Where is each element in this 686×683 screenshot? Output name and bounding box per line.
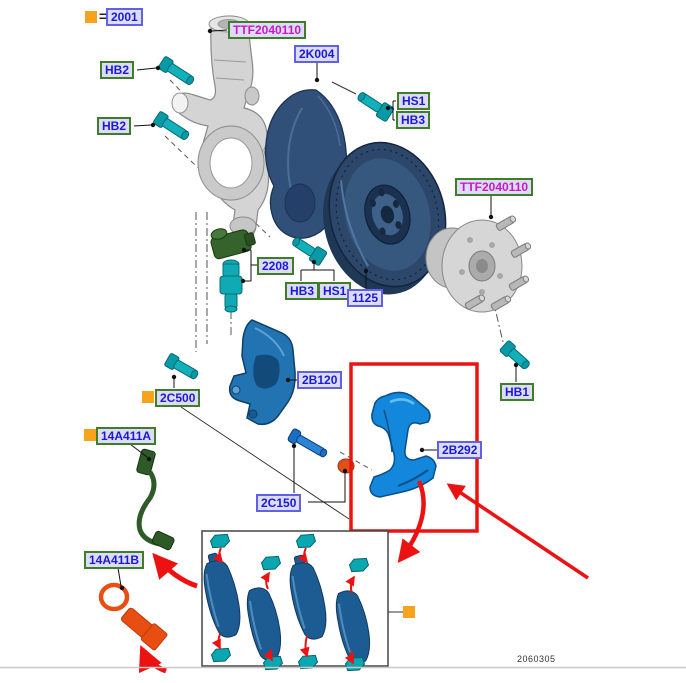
- hardware-bolts: [153, 56, 530, 380]
- part-label-2001[interactable]: 2001: [106, 8, 143, 26]
- leader-dots: [119, 28, 519, 591]
- hb2-lower-bolt-icon: [153, 111, 190, 140]
- part-label-hs1-lower[interactable]: HS1: [318, 282, 352, 300]
- part-label-guide-pin[interactable]: 2C150: [256, 494, 302, 512]
- brake-pad-drawing: [203, 552, 371, 664]
- kit-marker-icon: [403, 606, 415, 618]
- part-label-hb2-upper[interactable]: HB2: [100, 61, 135, 79]
- part-label-wear-sensor[interactable]: 14A411A: [96, 427, 157, 445]
- part-label-rotor[interactable]: 1125: [347, 289, 384, 307]
- part-label-bracket[interactable]: 2B292: [437, 441, 483, 459]
- pointer-arrow: [138, 480, 589, 674]
- hs1-hb3-lower-bolt-icon: [292, 237, 328, 266]
- abs-sensor-drawing: [210, 228, 256, 313]
- wheel-hub-drawing: [425, 215, 532, 313]
- kit-marker-icon: [142, 391, 154, 403]
- brake-pads-box: [201, 530, 389, 672]
- hb1-bolt-icon: [499, 340, 530, 370]
- guide-pin-drawing: [287, 428, 355, 474]
- caliper-bolt-icon: [164, 353, 199, 380]
- pad-clip-arrow: [211, 547, 355, 665]
- part-label-abs-sensor[interactable]: 2208: [257, 257, 294, 275]
- part-label-hs1-upper[interactable]: HS1: [397, 92, 431, 110]
- kit-marker-icon: [84, 429, 96, 441]
- leader-lines: [117, 29, 517, 587]
- kit-marker-icon: [85, 11, 97, 23]
- part-label-hb1[interactable]: HB1: [500, 383, 535, 401]
- brake-rotor-drawing: [323, 141, 447, 295]
- wear-sensor-wire-drawing: [136, 448, 175, 551]
- steering-knuckle-drawing: [171, 15, 270, 238]
- part-label-knuckle-ttf[interactable]: TTF2040110: [228, 21, 307, 39]
- equals-sign: =: [99, 8, 108, 24]
- hs1-hb3-upper-bolt-icon: [357, 92, 395, 122]
- speed-sensor-drawing: [219, 259, 243, 313]
- part-label-hub-ttf[interactable]: TTF2040110: [455, 178, 534, 196]
- caliper-bracket-drawing: [369, 391, 437, 498]
- doc-code: 2060305: [517, 654, 556, 664]
- part-label-wear-sensor-loop[interactable]: 14A411B: [84, 551, 145, 569]
- part-label-caliper-bolt[interactable]: 2C500: [155, 389, 201, 407]
- hb2-upper-bolt-icon: [158, 56, 195, 85]
- part-label-hb3-upper[interactable]: HB3: [396, 111, 431, 129]
- part-label-shield[interactable]: 2K004: [294, 45, 340, 63]
- wear-sensor-loop-drawing: [98, 582, 168, 651]
- brake-caliper-drawing: [228, 319, 296, 426]
- part-label-caliper[interactable]: 2B120: [297, 371, 343, 389]
- part-label-hb2-lower[interactable]: HB2: [97, 117, 132, 135]
- part-label-hb3-lower[interactable]: HB3: [285, 282, 320, 300]
